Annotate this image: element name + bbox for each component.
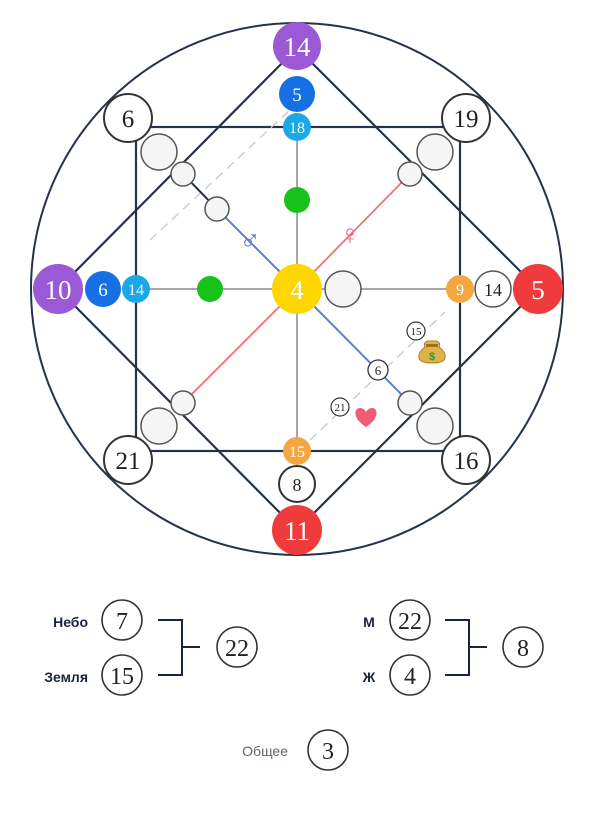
node-bottom-second-value: 15	[289, 444, 305, 461]
node-left: 10	[33, 264, 83, 314]
node-left-inner: 6	[85, 271, 121, 307]
general-value: 3	[322, 739, 334, 765]
dashed-line-tl	[149, 109, 291, 241]
node-top-second-value: 18	[289, 120, 305, 137]
node-corner-br: 16	[441, 435, 491, 485]
diagonal-line-br	[296, 288, 411, 404]
svg-text:$: $	[429, 351, 435, 363]
node-top: 14	[273, 22, 321, 70]
empty-node-tl-inner	[204, 196, 230, 222]
money-bag-icon: $	[418, 340, 446, 364]
node-top-inner: 5	[279, 76, 315, 112]
sky-label: Небо	[53, 614, 88, 630]
node-corner-tr: 19	[441, 93, 491, 143]
green-node-left	[197, 276, 223, 302]
node-top-inner-value: 5	[292, 85, 302, 106]
f-value: 4	[404, 664, 416, 690]
f-label: Ж	[362, 669, 376, 685]
node-right-second: 9	[446, 275, 474, 303]
node-diag-value-text: 6	[375, 363, 382, 378]
node-right-second-value: 9	[456, 282, 464, 299]
male-symbol-icon: ♂	[240, 226, 261, 257]
node-right-inner-value: 14	[484, 280, 502, 300]
node-right: 5	[513, 264, 563, 314]
mf-bracket	[445, 619, 487, 676]
node-love: 21	[330, 397, 350, 417]
mf-total-node: 8	[502, 626, 544, 668]
node-corner-br-value: 16	[454, 448, 479, 475]
empty-node-br-large	[416, 407, 454, 445]
node-love-value: 21	[335, 402, 346, 414]
sky-earth-total: 22	[225, 636, 249, 662]
node-corner-tl: 6	[103, 93, 153, 143]
node-corner-bl-value: 21	[116, 448, 141, 475]
empty-node-bl-small	[170, 390, 196, 416]
node-bottom-second: 15	[283, 437, 311, 465]
node-money-value: 15	[411, 326, 423, 338]
node-center-value: 4	[290, 275, 304, 305]
empty-node-tl-large	[140, 133, 178, 171]
heart-icon	[355, 408, 377, 427]
node-left-second: 14	[122, 275, 150, 303]
sky-earth-bracket	[158, 619, 200, 676]
earth-label: Земля	[44, 669, 88, 685]
empty-node-tl-small	[170, 161, 196, 187]
node-left-second-value: 14	[128, 282, 144, 299]
female-line	[296, 173, 411, 290]
node-corner-tr-value: 19	[454, 106, 479, 133]
earth-value-node: 15	[101, 654, 143, 696]
general-label: Общее	[242, 743, 288, 759]
m-value-node: 22	[389, 599, 431, 641]
node-bottom-value: 11	[284, 516, 310, 546]
empty-node-right-center	[324, 270, 362, 308]
empty-node-br-small	[397, 390, 423, 416]
node-center: 4	[272, 264, 322, 314]
empty-node-bl-large	[140, 407, 178, 445]
node-bottom: 11	[272, 505, 322, 555]
node-top-second: 18	[283, 113, 311, 141]
mf-total: 8	[517, 636, 529, 662]
node-top-value: 14	[284, 32, 312, 62]
node-right-value: 5	[531, 275, 545, 305]
m-label: М	[363, 614, 375, 630]
empty-node-tr-large	[416, 133, 454, 171]
general-value-node: 3	[307, 729, 349, 771]
female-symbol-icon: ♀	[340, 220, 361, 251]
node-diag-value: 6	[367, 359, 389, 381]
node-left-inner-value: 6	[98, 280, 108, 301]
m-value: 22	[398, 609, 422, 635]
node-bottom-inner: 8	[278, 465, 316, 503]
sky-value: 7	[116, 609, 128, 635]
sky-value-node: 7	[101, 599, 143, 641]
female-line-lower	[182, 288, 298, 404]
node-money: 15	[406, 321, 426, 341]
node-right-inner: 14	[474, 270, 512, 308]
f-value-node: 4	[389, 654, 431, 696]
node-corner-tl-value: 6	[122, 106, 135, 133]
node-left-value: 10	[45, 275, 72, 305]
node-corner-bl: 21	[103, 435, 153, 485]
earth-value: 15	[110, 664, 134, 690]
node-bottom-inner-value: 8	[293, 475, 302, 495]
green-node-top	[284, 187, 310, 213]
empty-node-tr-small	[397, 161, 423, 187]
sky-earth-total-node: 22	[216, 626, 258, 668]
